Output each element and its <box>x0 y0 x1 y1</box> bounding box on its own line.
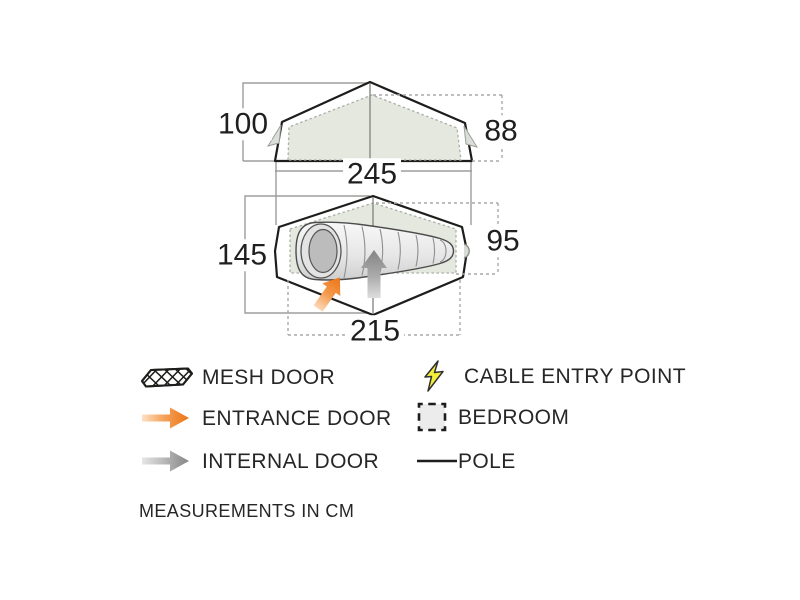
mesh-door-icon <box>141 367 202 388</box>
guyline-left <box>266 124 282 147</box>
sleeping-bag-seams <box>343 224 447 279</box>
dimension-label-bedroom-width: 95 <box>482 225 524 257</box>
guyline-right <box>463 125 479 148</box>
legend-item-mesh-door: MESH DOOR <box>141 364 335 390</box>
legend-label: BEDROOM <box>458 405 570 429</box>
guy-point-right <box>463 243 470 259</box>
dimension-label-flysheet-length: 245 <box>342 158 402 190</box>
entrance-door-arrow <box>313 277 341 312</box>
legend-item-internal-door: INTERNAL DOOR <box>141 449 379 473</box>
legend-item-entrance-door: ENTRANCE DOOR <box>141 406 392 430</box>
dimension-line-bedroom-width <box>376 202 499 275</box>
measurements-note: MEASUREMENTS IN CM <box>139 501 355 521</box>
legend-item-bedroom: BEDROOM <box>417 402 569 432</box>
internal-door-icon <box>141 449 202 473</box>
cable-entry-point-icon <box>417 360 464 392</box>
sleeping-bag-hood-opening <box>308 228 338 274</box>
dimension-label-flysheet-width: 145 <box>212 239 272 271</box>
legend-label: ENTRANCE DOOR <box>202 406 392 430</box>
legend-label: CABLE ENTRY POINT <box>464 364 686 388</box>
dimension-label-flysheet-height: 100 <box>213 108 273 140</box>
legend-label: INTERNAL DOOR <box>202 449 380 473</box>
legend-item-cable-entry: CABLE ENTRY POINT <box>417 360 686 392</box>
entrance-door-icon <box>141 406 202 430</box>
top-view <box>244 194 499 336</box>
legend-label: POLE <box>458 449 516 473</box>
side-view <box>242 80 503 225</box>
internal-door-arrow <box>361 250 387 298</box>
bedroom-icon <box>417 402 458 432</box>
dimension-label-bedroom-height: 88 <box>480 115 522 147</box>
dimension-label-bedroom-length: 215 <box>345 315 405 347</box>
pole-icon <box>417 457 458 465</box>
bedroom-outline-side <box>287 94 462 161</box>
legend-item-pole: POLE <box>417 449 516 473</box>
legend-label: MESH DOOR <box>202 365 336 389</box>
